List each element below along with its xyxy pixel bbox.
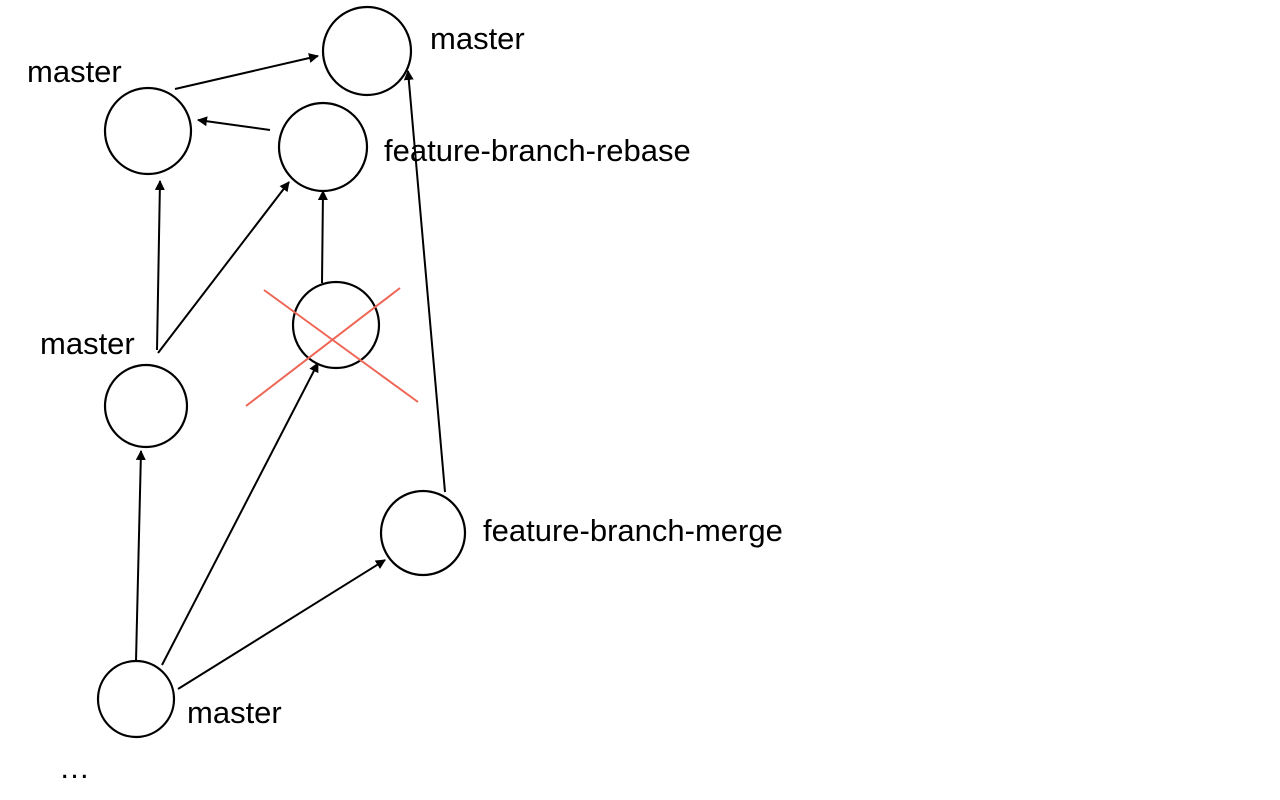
commit-node-master-middle [103,363,189,449]
discarded-cross-icon [245,287,419,407]
commit-node-master-bottom [96,659,176,739]
label-ellipsis: … [59,750,90,785]
edge-upper-to-top-master [174,53,319,90]
label-master-middle: master [40,326,135,361]
label-feature-branch-merge: feature-branch-merge [483,513,783,548]
cross-stroke-1 [263,289,419,403]
edge-middle-to-upper-master [154,180,165,351]
edge-feature-rebase-to-upper-master [197,116,271,131]
commit-labels: master master feature-branch-rebase mast… [27,21,783,785]
edge-bottom-to-discarded [161,362,319,666]
commit-node-master-top [321,5,413,97]
label-master-bottom: master [187,695,282,730]
commit-node-feature-rebase [277,101,369,193]
commit-node-master-upper [103,86,193,176]
commit-nodes [96,5,467,739]
commit-node-discarded [291,280,381,370]
commit-node-feature-merge [379,489,467,577]
edge-feature-merge-to-top-master [403,70,446,493]
label-master-upper: master [27,54,122,89]
label-master-top: master [430,21,525,56]
edge-bottom-to-feature-merge [177,559,386,690]
edge-discarded-to-feature-rebase [317,190,328,284]
edge-bottom-to-middle-master [135,450,146,662]
edge-middle-to-feature-rebase [157,181,290,354]
cross-stroke-2 [245,287,401,407]
commit-edges [135,53,446,690]
label-feature-branch-rebase: feature-branch-rebase [384,133,691,168]
